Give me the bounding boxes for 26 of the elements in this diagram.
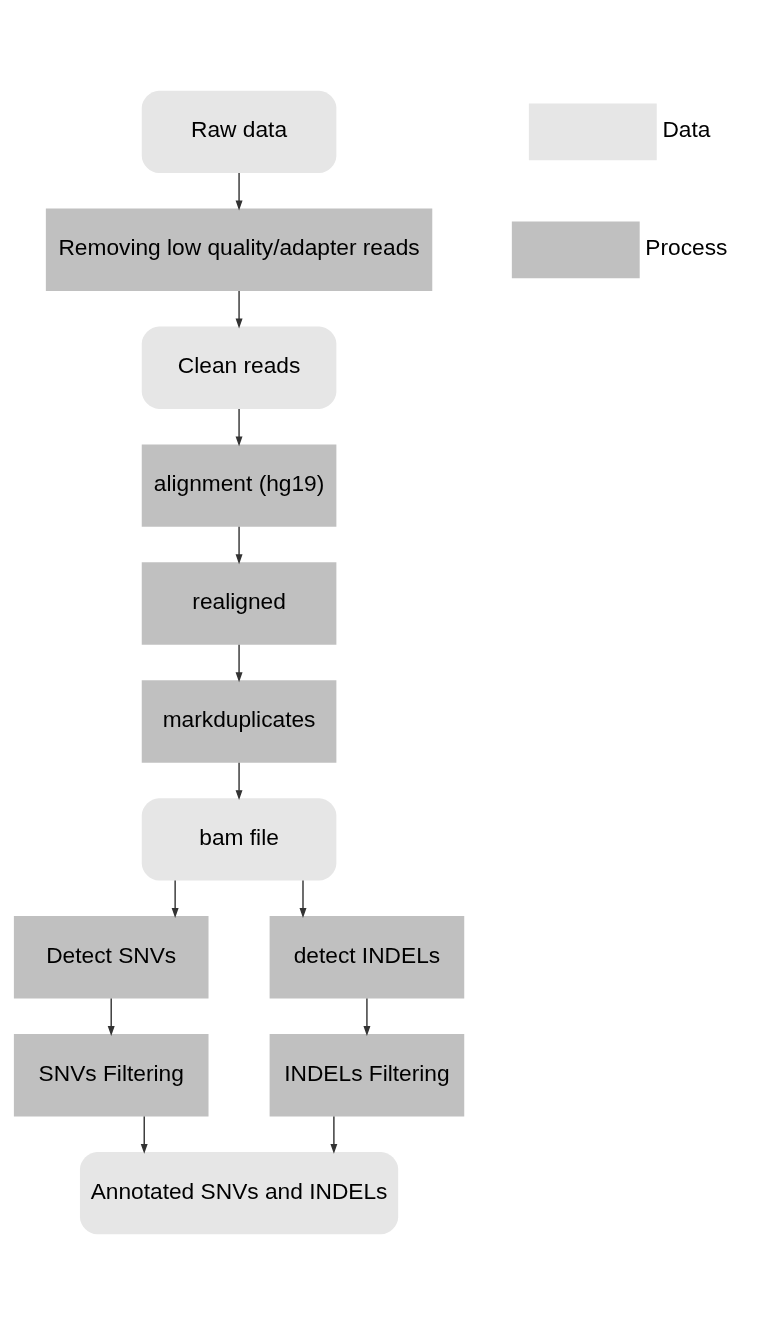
arrow bbox=[235, 172, 243, 211]
node-box: Removing low quality/adapter reads bbox=[45, 208, 433, 291]
legend-label: Process bbox=[645, 234, 728, 261]
arrow bbox=[330, 1115, 338, 1154]
arrow bbox=[140, 1115, 148, 1154]
arrow bbox=[235, 526, 243, 565]
node-box: Detect SNVs bbox=[13, 916, 209, 999]
node-box: Annotated SNVs and INDELs bbox=[79, 1151, 399, 1235]
arrow bbox=[235, 408, 243, 447]
node-box: Clean reads bbox=[141, 326, 337, 409]
node-box: Raw data bbox=[141, 90, 337, 174]
arrow bbox=[235, 290, 243, 329]
node-box: detect INDELs bbox=[269, 916, 465, 999]
node-box: INDELs Filtering bbox=[269, 1034, 465, 1117]
node-box: SNVs Filtering bbox=[13, 1034, 209, 1117]
node-box: bam file bbox=[141, 798, 337, 881]
arrow bbox=[171, 879, 179, 919]
arrow bbox=[299, 879, 307, 919]
node-box: alignment (hg19) bbox=[141, 444, 337, 527]
node-box: realigned bbox=[141, 562, 337, 645]
node-box: markduplicates bbox=[141, 680, 337, 763]
arrow bbox=[363, 997, 371, 1036]
arrow bbox=[107, 997, 115, 1036]
arrow bbox=[235, 644, 243, 683]
arrow bbox=[235, 762, 243, 801]
legend-label: Data bbox=[662, 116, 711, 143]
